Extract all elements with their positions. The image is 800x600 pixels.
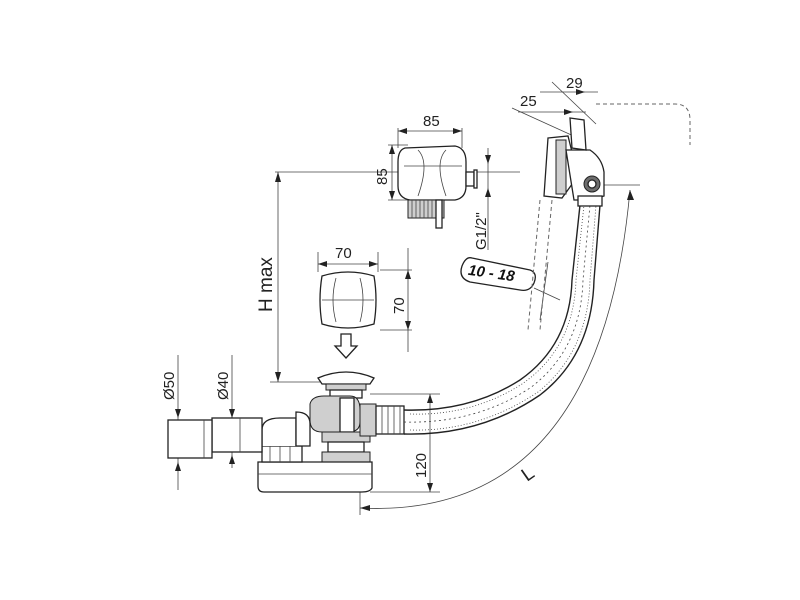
d50-label: Ø50	[161, 372, 178, 400]
waste-trap	[167, 371, 405, 493]
drain-knob	[319, 271, 377, 359]
inlet-height-dimension: 85	[374, 144, 408, 201]
length-label: L	[518, 463, 539, 486]
trap-height-dimension: 120	[370, 393, 440, 493]
dim-25-label: 25	[520, 93, 537, 110]
thread-dimension: G1/2"	[473, 148, 491, 250]
knob-height-dimension: 70	[380, 248, 412, 352]
inlet-width-dimension: 85	[397, 113, 463, 148]
knob-width-dimension: 70	[317, 245, 379, 272]
dim-29-label: 29	[566, 75, 583, 92]
d40-label: Ø40	[215, 372, 232, 400]
h-max-label: H max	[256, 257, 277, 312]
knob-height-label: 70	[391, 297, 408, 314]
range-badge: 10 - 18	[460, 257, 561, 321]
inlet-height-label: 85	[374, 168, 391, 185]
top-right-dimensions: 29 25	[511, 75, 691, 145]
knob-width-label: 70	[335, 245, 352, 262]
thread-label: G1/2"	[473, 212, 490, 250]
inlet-width-label: 85	[423, 113, 440, 130]
flexible-hose	[403, 204, 601, 435]
trap-height-label: 120	[413, 453, 430, 478]
overflow-head	[543, 117, 605, 207]
overflow-inlet	[397, 145, 478, 229]
range-badge-label: 10 - 18	[467, 262, 516, 285]
centreline-2	[539, 199, 553, 331]
centreline	[527, 199, 541, 331]
